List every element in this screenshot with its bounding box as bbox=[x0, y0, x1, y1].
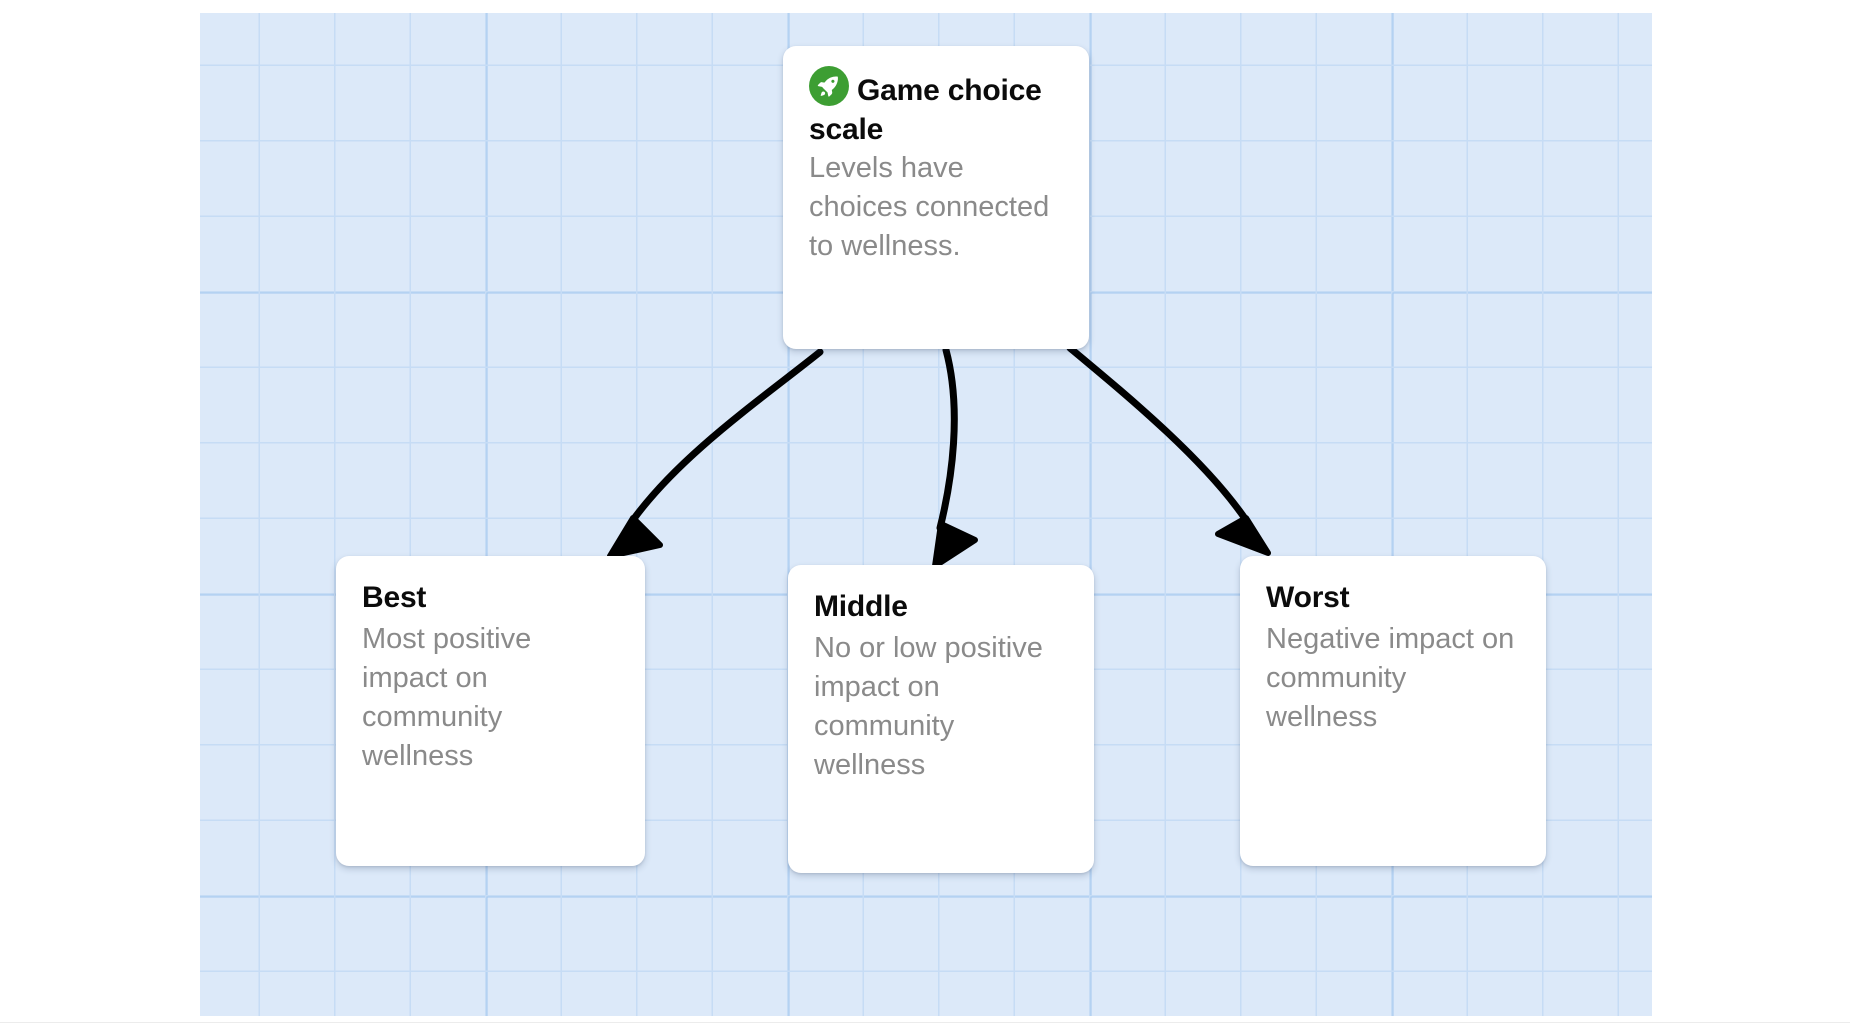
page-bottom-strip bbox=[0, 1016, 1850, 1030]
page-bottom-hairline bbox=[0, 1022, 1850, 1023]
node-card-worst-description: Negative impact on community wellness bbox=[1266, 623, 1515, 733]
node-card-best-title: Best bbox=[362, 581, 427, 614]
rocket-icon bbox=[809, 66, 849, 106]
node-card-best-description: Most positive impact on community wellne… bbox=[362, 623, 532, 772]
node-card-worst-body: Worst Negative impact on community welln… bbox=[1240, 556, 1546, 757]
node-card-worst[interactable]: Worst Negative impact on community welln… bbox=[1240, 556, 1546, 866]
node-card-middle-description: No or low positive impact on community w… bbox=[814, 632, 1043, 781]
node-card-best[interactable]: Best Most positive impact on community w… bbox=[336, 556, 645, 866]
node-card-root-description: Levels have choices connected to wellnes… bbox=[809, 152, 1050, 262]
node-card-middle-body: Middle No or low positive impact on comm… bbox=[788, 565, 1094, 804]
node-card-middle-title: Middle bbox=[814, 590, 908, 623]
node-card-root-title-row: Game choice scale bbox=[809, 66, 1063, 149]
node-card-root-body: Game choice scale Levels have choices co… bbox=[783, 46, 1089, 266]
node-card-root[interactable]: Game choice scale Levels have choices co… bbox=[783, 46, 1089, 349]
node-card-root-title: Game choice scale bbox=[809, 74, 1042, 146]
node-card-middle[interactable]: Middle No or low positive impact on comm… bbox=[788, 565, 1094, 873]
node-card-worst-title: Worst bbox=[1266, 581, 1350, 614]
node-card-best-body: Best Most positive impact on community w… bbox=[336, 556, 645, 795]
